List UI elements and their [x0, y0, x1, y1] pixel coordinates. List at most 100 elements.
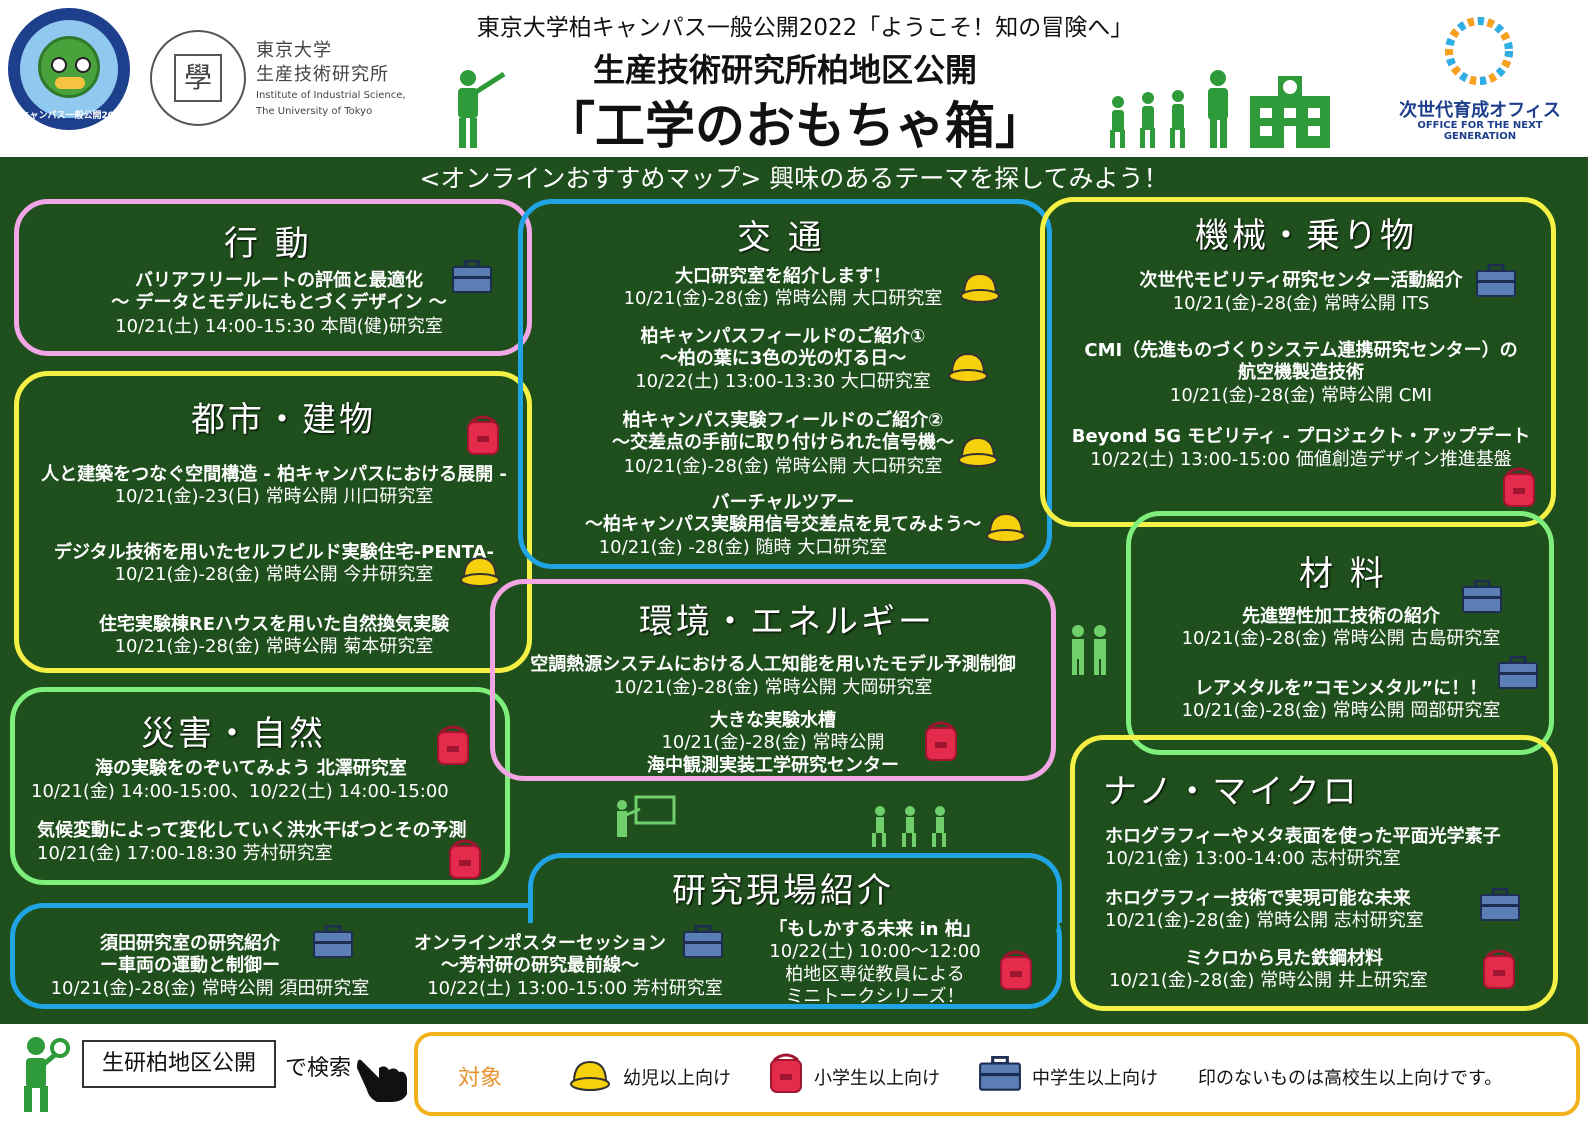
search-suffix: で検索 — [285, 1056, 352, 1081]
program-schedule: 10/22(土) 10:00～12:00 — [769, 941, 981, 962]
presentation-icon — [617, 795, 676, 837]
program-schedule: 10/21(金) -28(金) 随時 大口研究室 — [598, 537, 888, 558]
panel-title: 研究現場紹介 — [672, 871, 894, 911]
program-title[interactable]: バリアフリールートの評価と最適化 — [135, 270, 423, 291]
footer: 生研柏地区公開 で検索 対象 幼児以上向け 小学生以上向け 中学生以上向け 印の… — [0, 1024, 1588, 1123]
two-people-icon — [1072, 625, 1106, 675]
program-schedule: 10/21(金)-28(金) 常時公開 CMI — [1169, 385, 1433, 406]
panel-disaster: 災害・自然 海の実験をのぞいてみよう 北澤研究室 10/21(金) 14:00-… — [10, 687, 510, 885]
program-schedule: 10/21(金)-28(金) 常時公開 志村研究室 — [1105, 910, 1424, 931]
iis-name-jp-2: 生産技術研究所 — [256, 64, 389, 85]
panel-title: 環境・エネルギー — [639, 602, 935, 642]
legend-helmet-label: 幼児以上向け — [623, 1068, 731, 1089]
program-subtitle: ～柏の葉に3色の光の灯る日～ — [659, 348, 907, 369]
yellow-hat-icon — [948, 352, 988, 383]
panel-behavior: 行 動 バリアフリールートの評価と最適化 ～ データとモデルにもとづくデザイン … — [14, 199, 532, 356]
program-schedule: 10/21(金)-28(金) 常時公開 須田研究室 — [50, 978, 370, 999]
program-title[interactable]: オンラインポスターセッション — [414, 933, 666, 954]
briefcase-icon — [1462, 580, 1502, 613]
briefcase-icon — [1476, 264, 1516, 297]
briefcase-icon — [979, 1056, 1021, 1091]
program-note: ミニトークシリーズ！ — [785, 986, 965, 1007]
program-title[interactable]: Beyond 5G モビリティ - プロジェクト・アップデート — [1071, 426, 1531, 447]
program-subtitle: ～交差点の手前に取り付けられた信号機～ — [612, 432, 954, 453]
program-schedule: 10/22(土) 13:00-13:30 大口研究室 — [635, 371, 931, 392]
program-title[interactable]: 住宅実験棟REハウスを用いた自然換気実験 — [98, 614, 450, 635]
program-schedule: 10/21(金) 14:00-15:00、10/22(土) 14:00-15:0… — [31, 781, 449, 802]
program-title[interactable]: 須田研究室の研究紹介 — [100, 933, 280, 954]
chalkboard-map: <オンラインおすすめマップ> 興味のあるテーマを探してみよう！ 行 動 バリアフ… — [0, 157, 1588, 1024]
yellow-hat-icon — [958, 436, 998, 467]
iis-name-jp-1: 東京大学 — [256, 40, 332, 61]
program-title[interactable]: 大口研究室を紹介します！ — [675, 266, 891, 287]
program-schedule: 10/21(金)-28(金) 常時公開 岡部研究室 — [1181, 700, 1501, 721]
yellow-hat-icon — [986, 512, 1026, 543]
panel-materials: 材 料 先進塑性加工技術の紹介 10/21(金)-28(金) 常時公開 古島研究… — [1126, 511, 1554, 755]
panel-title: 都市・建物 — [191, 400, 376, 440]
yellow-hat-icon — [460, 556, 500, 587]
school-bag-icon — [1483, 949, 1515, 989]
next-generation-office-logo — [1445, 17, 1513, 85]
program-title[interactable]: CMI（先進ものづくりシステム連携研究センター）の — [1084, 340, 1518, 361]
program-title[interactable]: 大きな実験水槽 — [710, 710, 836, 731]
iis-logo: 學 — [150, 30, 246, 126]
program-lab: 海中観測実装工学研究センター — [647, 755, 899, 776]
panel-title: 災害・自然 — [141, 714, 326, 754]
iis-seal-kanji: 學 — [174, 54, 222, 102]
school-bag-icon — [467, 415, 499, 455]
program-schedule: 10/22(土) 13:00-15:00 芳村研究室 — [427, 978, 723, 999]
next-gen-name-en: OFFICE FOR THE NEXT GENERATION — [1417, 120, 1543, 142]
program-title[interactable]: 空調熱源システムにおける人工知能を用いたモデル予測制御 — [530, 654, 1016, 675]
panel-nano: ナノ・マイクロ ホログラフィーやメタ表面を使った平面光学素子 10/21(金) … — [1070, 735, 1558, 1011]
panel-title: 機械・乗り物 — [1195, 216, 1417, 256]
program-note: 柏地区専従教員による — [785, 964, 965, 985]
program-title[interactable]: 先進塑性加工技術の紹介 — [1242, 606, 1440, 627]
map-heading: <オンラインおすすめマップ> 興味のあるテーマを探してみよう！ — [419, 164, 1169, 193]
school-bag-icon — [437, 725, 469, 765]
program-schedule: 10/21(金)-28(金) 常時公開 ITS — [1172, 293, 1430, 314]
panel-urban: 都市・建物 人と建築をつなぐ空間構造 - 柏キャンパスにおける展開 - 10/2… — [14, 371, 532, 673]
school-bag-icon — [925, 721, 957, 761]
program-schedule: 10/21(金)-23(日) 常時公開 川口研究室 — [114, 486, 434, 507]
program-schedule: 10/21(金)-28(金) 常時公開 菊本研究室 — [114, 636, 434, 657]
school-bag-icon — [1000, 950, 1032, 990]
briefcase-icon — [452, 260, 492, 293]
event-title: 東京大学柏キャンパス一般公開2022「ようこそ！知の冒険へ」 — [476, 15, 1134, 41]
legend-none-label: 印のないものは高校生以上向けです。 — [1198, 1068, 1503, 1089]
program-title[interactable]: 海の実験をのぞいてみよう 北澤研究室 — [95, 758, 407, 779]
program-title[interactable]: ホログラフィー技術で実現可能な未来 — [1105, 888, 1411, 909]
briefcase-icon — [313, 925, 353, 958]
event-theme: 「工学のおもちゃ箱」 — [545, 97, 1045, 155]
program-title[interactable]: 人と建築をつなぐ空間構造 - 柏キャンパスにおける展開 - — [41, 464, 507, 485]
program-title[interactable]: レアメタルを”コモンメタル”に！！ — [1194, 678, 1488, 699]
program-subtitle: ー車両の運動と制御ー — [100, 955, 280, 976]
kashiwa-campus-logo — [8, 8, 130, 130]
program-subtitle: ～ データとモデルにもとづくデザイン ～ — [111, 292, 447, 313]
yellow-hat-icon — [960, 272, 1000, 303]
legend-title: 対象 — [458, 1066, 503, 1091]
briefcase-icon — [1498, 656, 1538, 689]
program-title[interactable]: 柏キャンパスフィールドのご紹介① — [640, 326, 926, 347]
panel-machines: 機械・乗り物 次世代モビリティ研究センター活動紹介 10/21(金)-28(金)… — [1040, 197, 1556, 527]
next-gen-name-jp: 次世代育成オフィス — [1399, 100, 1561, 121]
program-subtitle: 航空機製造技術 — [1238, 362, 1364, 383]
header: 柏キャンパス一般公開2021 學 東京大学 生産技術研究所 Institute … — [0, 0, 1588, 157]
kashiwa-seal-text: 柏キャンパス一般公開2021 — [11, 111, 127, 121]
program-title[interactable]: 柏キャンパス実験フィールドのご紹介② — [622, 410, 944, 431]
program-title[interactable]: ミクロから見た鉄鋼材料 — [1185, 948, 1383, 969]
audience-legend: 対象 幼児以上向け 小学生以上向け 中学生以上向け 印のないものは高校生以上向け… — [414, 1032, 1580, 1116]
yellow-hat-icon — [570, 1060, 610, 1091]
program-title[interactable]: 気候変動によって変化していく洪水干ばつとその予測 — [37, 820, 467, 841]
search-person-icon — [24, 1037, 70, 1112]
panel-traffic: 交 通 大口研究室を紹介します！ 10/21(金)-28(金) 常時公開 大口研… — [518, 199, 1052, 569]
school-bag-icon — [770, 1053, 802, 1093]
program-title[interactable]: デジタル技術を用いたセルフビルド実験住宅-PENTA- — [54, 542, 494, 563]
program-title[interactable]: 「もしかする未来 in 柏」 — [769, 919, 981, 940]
program-title[interactable]: 次世代モビリティ研究センター活動紹介 — [1139, 270, 1463, 291]
program-title[interactable]: ホログラフィーやメタ表面を使った平面光学素子 — [1105, 826, 1501, 847]
program-title[interactable]: バーチャルツアー — [711, 492, 855, 513]
panel-lab-join — [533, 903, 1057, 929]
search-term-box[interactable]: 生研柏地区公開 — [82, 1040, 276, 1088]
program-schedule: 10/22(土) 13:00-15:00 価値創造デザイン推進基盤 — [1090, 449, 1512, 470]
panel-title: ナノ・マイクロ — [1103, 772, 1360, 812]
